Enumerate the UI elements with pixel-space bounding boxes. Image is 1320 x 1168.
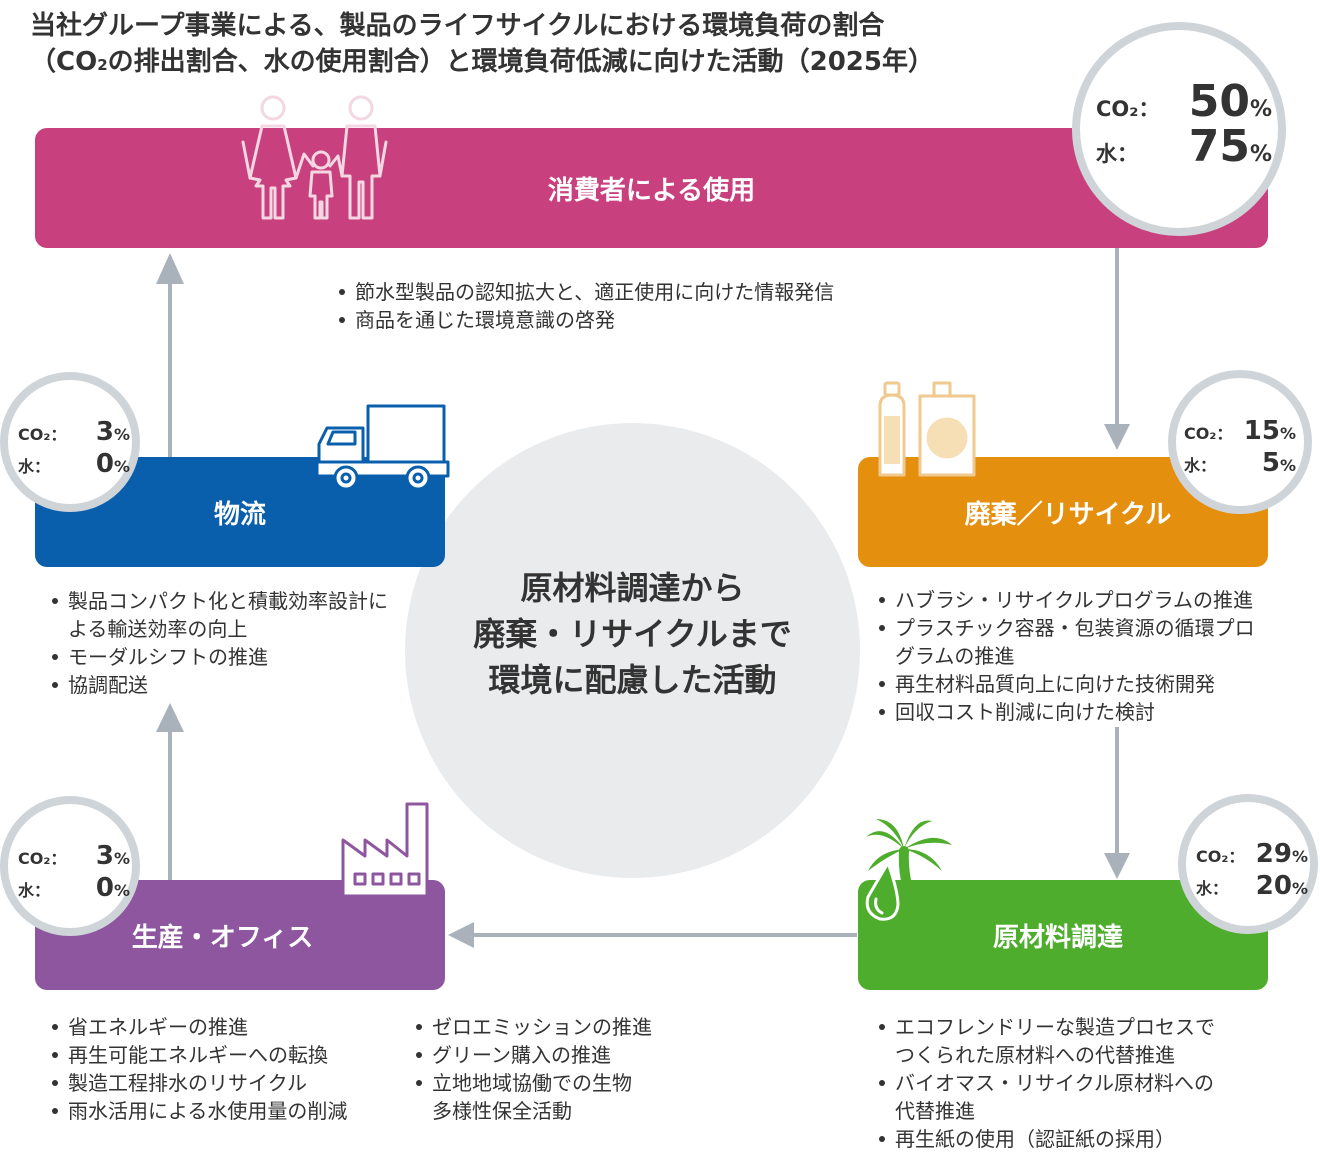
arrow-production-to-logistics xyxy=(168,730,172,880)
list-item: 商品を通じた環境意識の啓発 xyxy=(337,306,834,334)
activity-list-logistics: 製品コンパクト化と積載効率設計による輸送効率の向上 モーダルシフトの推進 協調配… xyxy=(50,587,388,699)
list-item: エコフレンドリーな製造プロセスでつくられた原材料への代替推進 xyxy=(877,1013,1215,1069)
bottles-icon xyxy=(878,381,976,477)
page-title: 当社グループ事業による、製品のライフサイクルにおける環境負荷の割合 （CO2の排… xyxy=(30,8,934,83)
list-item: 省エネルギーの推進 xyxy=(50,1013,347,1041)
center-circle xyxy=(405,423,860,878)
water-value-disposal: 5 xyxy=(1261,448,1280,478)
stage-label-logistics: 物流 xyxy=(213,499,266,530)
list-item: グリーン購入の推進 xyxy=(414,1041,652,1069)
co2-value-production: 3 xyxy=(95,841,114,871)
palm-tree-drop-icon xyxy=(865,819,952,925)
stage-label-disposal: 廃棄／リサイクル xyxy=(964,499,1172,530)
stat-circle-materials: CO₂： 29 % 水： 20 % xyxy=(1178,794,1318,934)
co2-value-consumer: 50 xyxy=(1188,76,1250,127)
list-item: 協調配送 xyxy=(50,671,388,699)
stat-circle-disposal: CO₂： 15 % 水： 5 % xyxy=(1168,370,1312,514)
co2-value-logistics: 3 xyxy=(95,417,114,447)
list-item: 製造工程排水のリサイクル xyxy=(50,1069,347,1097)
family-icon xyxy=(241,95,388,220)
water-label: 水： xyxy=(1096,142,1138,166)
list-item: 再生材料品質向上に向けた技術開発 xyxy=(877,670,1255,698)
list-item: プラスチック容器・包装資源の循環プログラムの推進 xyxy=(877,614,1255,670)
water-value-production: 0 xyxy=(95,873,114,903)
stage-box-consumer: 消費者による使用 xyxy=(35,128,1268,248)
co2-label: CO₂： xyxy=(18,425,67,444)
co2-value-materials: 29 xyxy=(1255,839,1292,869)
activity-list-production-1: 省エネルギーの推進 再生可能エネルギーへの転換 製造工程排水のリサイクル 雨水活… xyxy=(50,1013,347,1125)
truck-icon xyxy=(315,404,450,491)
list-item: バイオマス・リサイクル原材料への代替推進 xyxy=(877,1069,1215,1125)
stage-label-materials: 原材料調達 xyxy=(992,922,1123,953)
co2-value-disposal: 15 xyxy=(1243,416,1280,446)
arrow-disposal-to-materials xyxy=(1115,727,1119,855)
center-text: 原材料調達から 廃棄・リサイクルまで 環境に配慮した活動 xyxy=(473,569,792,699)
water-value-logistics: 0 xyxy=(95,449,114,479)
list-item: 再生紙の使用（認証紙の採用） xyxy=(877,1125,1215,1153)
list-item: モーダルシフトの推進 xyxy=(50,643,388,671)
list-item: 雨水活用による水使用量の削減 xyxy=(50,1097,347,1125)
title-line-1: 当社グループ事業による、製品のライフサイクルにおける環境負荷の割合 xyxy=(30,11,885,41)
water-label: 水： xyxy=(1196,879,1229,898)
activity-list-disposal: ハブラシ・リサイクルプログラムの推進 プラスチック容器・包装資源の循環プログラム… xyxy=(877,586,1255,726)
list-item: ハブラシ・リサイクルプログラムの推進 xyxy=(877,586,1255,614)
list-item: ゼロエミッションの推進 xyxy=(414,1013,652,1041)
activity-list-production-2: ゼロエミッションの推進 グリーン購入の推進 立地地域協働での生物多様性保全活動 xyxy=(414,1013,652,1125)
stage-label-consumer: 消費者による使用 xyxy=(547,175,756,206)
co2-label: CO₂： xyxy=(1184,424,1233,443)
list-item: 再生可能エネルギーへの転換 xyxy=(50,1041,347,1069)
co2-label: CO₂： xyxy=(1196,847,1245,866)
list-item: 回収コスト削減に向けた検討 xyxy=(877,698,1255,726)
stage-label-production: 生産・オフィス xyxy=(131,922,314,953)
water-value-materials: 20 xyxy=(1255,871,1292,901)
stat-circle-consumer: CO₂： 50 % 水： 75 % xyxy=(1072,22,1286,236)
co2-label: CO₂： xyxy=(1096,97,1160,121)
activity-list-consumer: 節水型製品の認知拡大と、適正使用に向けた情報発信 商品を通じた環境意識の啓発 xyxy=(337,278,834,334)
stat-circle-production: CO₂： 3 % 水： 0 % xyxy=(0,796,140,936)
water-label: 水： xyxy=(18,881,51,900)
water-value-consumer: 75 xyxy=(1188,121,1250,172)
factory-icon xyxy=(341,802,429,898)
arrow-materials-to-production xyxy=(472,933,857,937)
stat-circle-logistics: CO₂： 3 % 水： 0 % xyxy=(0,372,140,512)
list-item: 節水型製品の認知拡大と、適正使用に向けた情報発信 xyxy=(337,278,834,306)
activity-list-materials: エコフレンドリーな製造プロセスでつくられた原材料への代替推進 バイオマス・リサイ… xyxy=(877,1013,1215,1153)
water-label: 水： xyxy=(1184,456,1217,475)
list-item: 立地地域協働での生物多様性保全活動 xyxy=(414,1069,652,1125)
list-item: 製品コンパクト化と積載効率設計による輸送効率の向上 xyxy=(50,587,388,643)
arrow-logistics-to-consumer xyxy=(168,282,172,457)
title-line-2: （CO2の排出割合、水の使用割合）と環境負荷低減に向けた活動（2025年） xyxy=(30,47,934,77)
water-label: 水： xyxy=(18,457,51,476)
arrow-consumer-to-disposal xyxy=(1115,246,1119,426)
co2-label: CO₂： xyxy=(18,849,67,868)
